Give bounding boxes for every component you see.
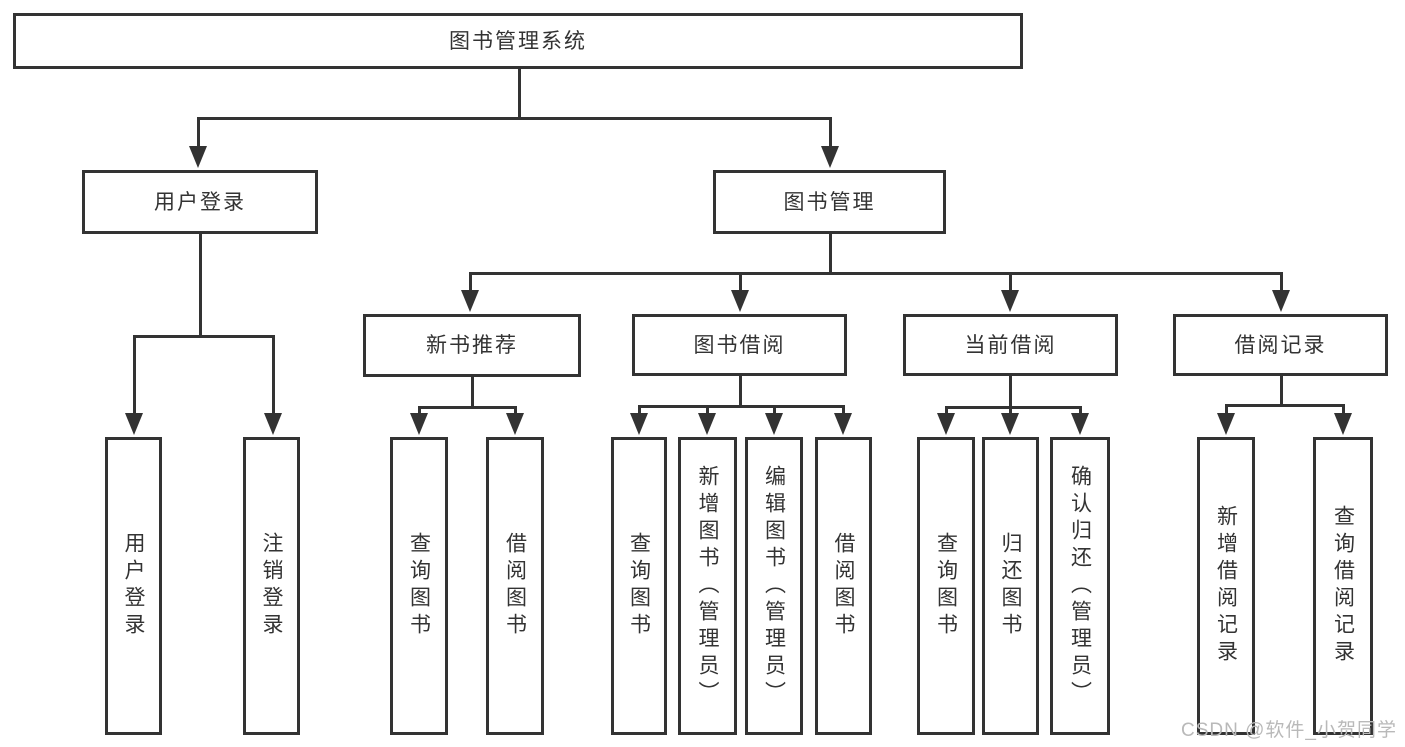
arrow-down-icon: [834, 413, 852, 435]
node-current-return-books: 归还图书: [982, 437, 1039, 735]
connector-line: [1008, 273, 1012, 296]
arrow-down-icon: [1001, 413, 1019, 435]
connector-line: [705, 406, 709, 419]
connector-line: [198, 234, 202, 338]
watermark: CSDN @软件_小贺同学: [1181, 720, 1397, 741]
connector-line: [1279, 376, 1283, 407]
arrow-down-icon: [765, 413, 783, 435]
arrow-down-icon: [937, 413, 955, 435]
arrow-down-icon: [125, 413, 143, 435]
connector-line: [1279, 273, 1283, 296]
arrow-down-icon: [189, 146, 207, 168]
node-borrow-edit-books: 编辑图书（管理员）: [745, 437, 803, 735]
arrow-down-icon: [1217, 413, 1235, 435]
arrow-down-icon: [698, 413, 716, 435]
arrow-down-icon: [731, 290, 749, 312]
node-borrow-records: 借阅记录: [1173, 314, 1388, 376]
arrow-down-icon: [1272, 290, 1290, 312]
connector-line: [828, 233, 832, 275]
connector-line: [738, 273, 742, 296]
connector-line: [828, 118, 832, 152]
connector-line: [637, 404, 845, 408]
node-book-mgmt: 图书管理: [713, 170, 946, 234]
arrow-down-icon: [821, 146, 839, 168]
arrow-down-icon: [1071, 413, 1089, 435]
node-label: 确认归还（管理员）: [1068, 464, 1092, 708]
node-label: 用户登录: [122, 532, 145, 640]
node-label: 查询图书: [407, 532, 431, 640]
node-borrow-query-books: 查询图书: [611, 437, 667, 735]
node-current-borrow: 当前借阅: [903, 314, 1118, 376]
node-label: 借阅图书: [832, 532, 855, 640]
node-records-query: 查询借阅记录: [1313, 437, 1373, 735]
connector-line: [196, 118, 200, 152]
node-label: 图书借阅: [693, 333, 786, 357]
node-new-book-rec: 新书推荐: [363, 314, 581, 377]
node-label: 图书管理: [783, 190, 876, 214]
connector-line: [772, 406, 776, 419]
node-label: 用户登录: [154, 190, 246, 214]
node-label: 当前借阅: [964, 333, 1057, 357]
node-label: 查询借阅记录: [1331, 505, 1355, 667]
node-records-add: 新增借阅记录: [1197, 437, 1255, 735]
connector-line: [841, 406, 845, 419]
node-label: 编辑图书（管理员）: [762, 464, 786, 708]
node-label: 新书推荐: [426, 334, 518, 357]
connector-line: [1224, 405, 1228, 419]
node-label: 查询图书: [934, 532, 958, 640]
connector-line: [1008, 376, 1012, 409]
node-rec-query-books: 查询图书: [390, 437, 448, 735]
node-user-login: 用户登录: [82, 170, 318, 234]
connector-line: [944, 405, 1082, 409]
node-rec-borrow-books: 借阅图书: [486, 437, 544, 735]
node-label: 借阅图书: [503, 532, 527, 640]
connector-line: [271, 336, 275, 419]
node-borrow-add-books: 新增图书（管理员）: [678, 437, 737, 735]
connector-line: [468, 271, 1283, 275]
arrow-down-icon: [410, 413, 428, 435]
node-label: 查询图书: [627, 532, 651, 640]
node-label: 借阅记录: [1234, 333, 1327, 357]
node-current-confirm-return: 确认归还（管理员）: [1050, 437, 1110, 735]
connector-line: [417, 405, 517, 409]
arrow-down-icon: [264, 413, 282, 435]
connector-line: [132, 336, 136, 419]
node-root: 图书管理系统: [13, 13, 1023, 69]
node-current-query-books: 查询图书: [917, 437, 975, 735]
connector-line: [468, 273, 472, 296]
node-label: 新增图书（管理员）: [696, 464, 719, 708]
connector-line: [517, 69, 521, 120]
node-login-leaf: 用户登录: [105, 437, 162, 735]
arrow-down-icon: [506, 413, 524, 435]
connector-line: [738, 376, 742, 408]
node-logout-leaf: 注销登录: [243, 437, 300, 735]
node-book-borrow: 图书借阅: [632, 314, 847, 376]
connector-line: [1341, 405, 1345, 419]
arrow-down-icon: [630, 413, 648, 435]
connector-line: [196, 116, 832, 120]
node-label: 归还图书: [999, 532, 1022, 640]
arrow-down-icon: [461, 290, 479, 312]
connector-line: [1224, 403, 1345, 407]
connector-line: [470, 377, 474, 409]
connector-line: [132, 334, 275, 338]
arrow-down-icon: [1001, 290, 1019, 312]
connector-line: [637, 406, 641, 419]
node-borrow-borrow-books: 借阅图书: [815, 437, 872, 735]
node-label: 注销登录: [260, 532, 283, 640]
node-label: 图书管理系统: [449, 29, 587, 53]
arrow-down-icon: [1334, 413, 1352, 435]
node-label: 新增借阅记录: [1214, 505, 1238, 667]
